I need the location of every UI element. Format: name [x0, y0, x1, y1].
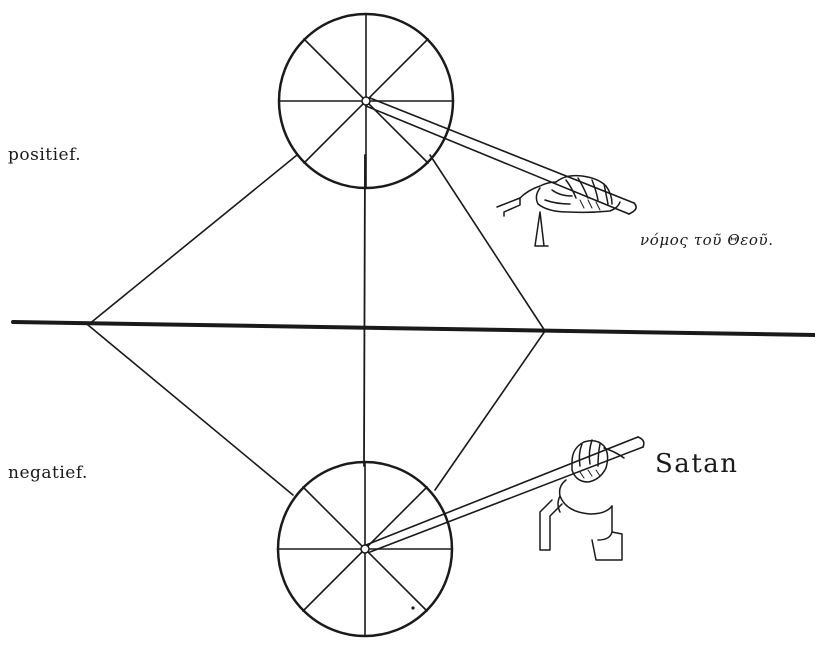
rhombus-lower-left-edge: [88, 325, 293, 495]
horizontal-axis: [13, 322, 815, 335]
upper-wheel: [279, 14, 453, 188]
lower-wheel-hub: [361, 545, 369, 553]
lower-rod: [366, 437, 644, 552]
vertical-axis: [364, 155, 365, 466]
upper-hand-icon: [497, 176, 620, 246]
lower-hand-icon: [540, 440, 624, 560]
ink-speck: [411, 606, 414, 609]
upper-wheel-hub: [362, 97, 370, 105]
label-negative: negatief.: [8, 465, 88, 482]
rhombus-upper-right-edge: [430, 155, 545, 331]
upper-rod: [366, 98, 636, 214]
label-law-of-god: νόμος τοῦ Θεοῦ.: [640, 233, 774, 248]
label-satan: Satan: [655, 451, 739, 477]
rhombus-lower-right-edge: [435, 331, 545, 490]
rhombus-upper-left-edge: [88, 155, 297, 325]
lower-wheel: [278, 462, 452, 636]
label-positive: positief.: [8, 147, 81, 164]
